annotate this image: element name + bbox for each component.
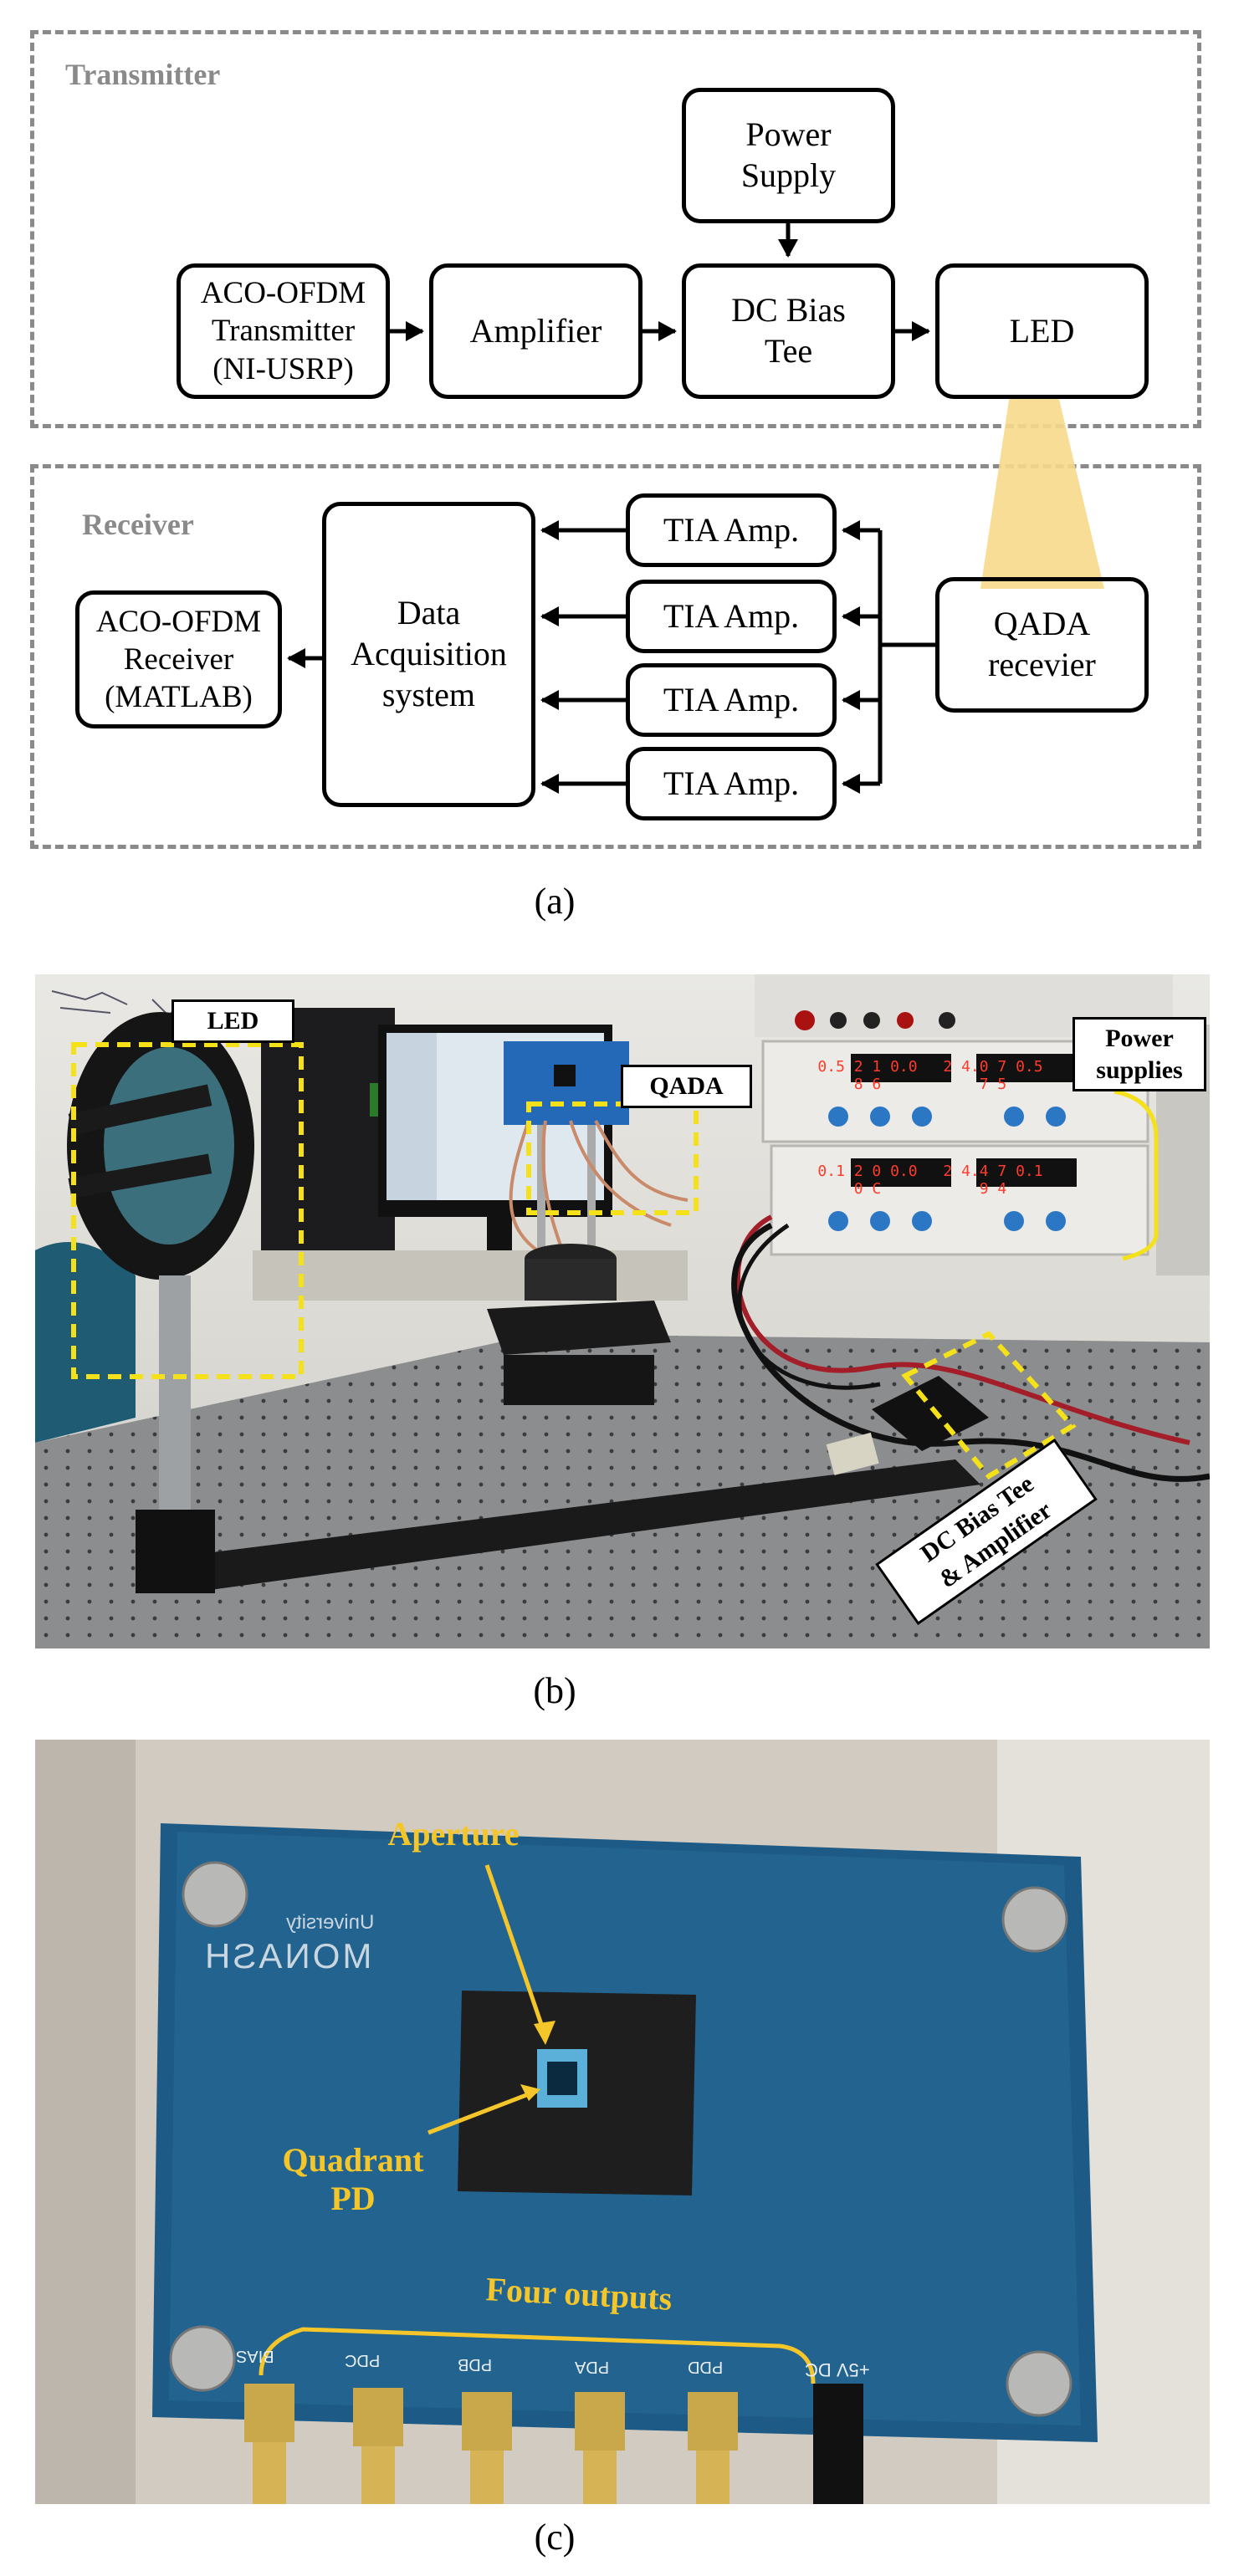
power-supply-box: Power Supply bbox=[682, 88, 895, 223]
caption-c: (c) bbox=[534, 2517, 576, 2558]
tia-amp-4: TIA Amp. bbox=[626, 747, 837, 820]
display-bottom-left: 0.1 2 0 0.0 0 C bbox=[817, 1163, 918, 1198]
monash-sub: University bbox=[286, 1911, 375, 1934]
tia-amp-3: TIA Amp. bbox=[626, 663, 837, 737]
aco-ofdm-receiver-box: ACO-OFDM Receiver (MATLAB) bbox=[75, 590, 282, 728]
receiver-label: Receiver bbox=[82, 508, 194, 541]
dc-power-label: +5V DC bbox=[805, 2359, 870, 2380]
caption-a: (a) bbox=[534, 881, 576, 922]
led-tag: LED bbox=[171, 999, 294, 1043]
pin-label-bias: BIAS bbox=[236, 2347, 274, 2365]
qada-tag: QADA bbox=[621, 1065, 752, 1108]
led-beam bbox=[980, 378, 1104, 589]
tia-amp-2: TIA Amp. bbox=[626, 580, 837, 653]
display-top-right: 2 4.0 7 0.5 7 5 bbox=[943, 1058, 1043, 1093]
highlight-boxes bbox=[71, 1042, 1159, 1480]
display-bottom-right: 2 4.4 7 0.1 9 4 bbox=[943, 1163, 1043, 1198]
transmitter-panel bbox=[30, 30, 1201, 428]
qada-board-scene bbox=[35, 1740, 1210, 2504]
monash-brand: MONASH bbox=[202, 1936, 372, 1975]
pin-label-pdc: PDC bbox=[345, 2351, 381, 2369]
transmitter-label: Transmitter bbox=[65, 58, 221, 91]
quadrant-pd-label: Quadrant PD bbox=[282, 2141, 424, 2217]
pin-label-pdd: PDD bbox=[688, 2358, 724, 2376]
dc-bias-tee-box: DC Bias Tee bbox=[682, 263, 895, 399]
qada-receiver-box: QADA recevier bbox=[935, 577, 1149, 713]
power-supplies-tag: Power supplies bbox=[1073, 1017, 1206, 1091]
data-acquisition-box: Data Acquisition system bbox=[322, 502, 535, 807]
led-box: LED bbox=[935, 263, 1149, 399]
receiver-panel bbox=[30, 464, 1201, 849]
pin-label-pdb: PDB bbox=[458, 2355, 493, 2374]
qada-board-photo: Aperture Quadrant PD Four outputs MONASH… bbox=[35, 1740, 1210, 2504]
pin-label-pda: PDA bbox=[575, 2358, 610, 2376]
tia-amp-1: TIA Amp. bbox=[626, 493, 837, 567]
lab-scene bbox=[35, 974, 1210, 1648]
lab-setup-photo: LED QADA Power supplies DC Bias Tee & Am… bbox=[35, 974, 1210, 1648]
aco-ofdm-transmitter-box: ACO-OFDM Transmitter (NI-USRP) bbox=[177, 263, 390, 399]
caption-b: (b) bbox=[533, 1670, 576, 1711]
amplifier-box: Amplifier bbox=[429, 263, 642, 399]
diagram-arrows bbox=[287, 223, 935, 794]
display-top-left: 0.5 2 1 0.0 8 6 bbox=[817, 1058, 918, 1093]
aperture-label: Aperture bbox=[387, 1815, 520, 1853]
